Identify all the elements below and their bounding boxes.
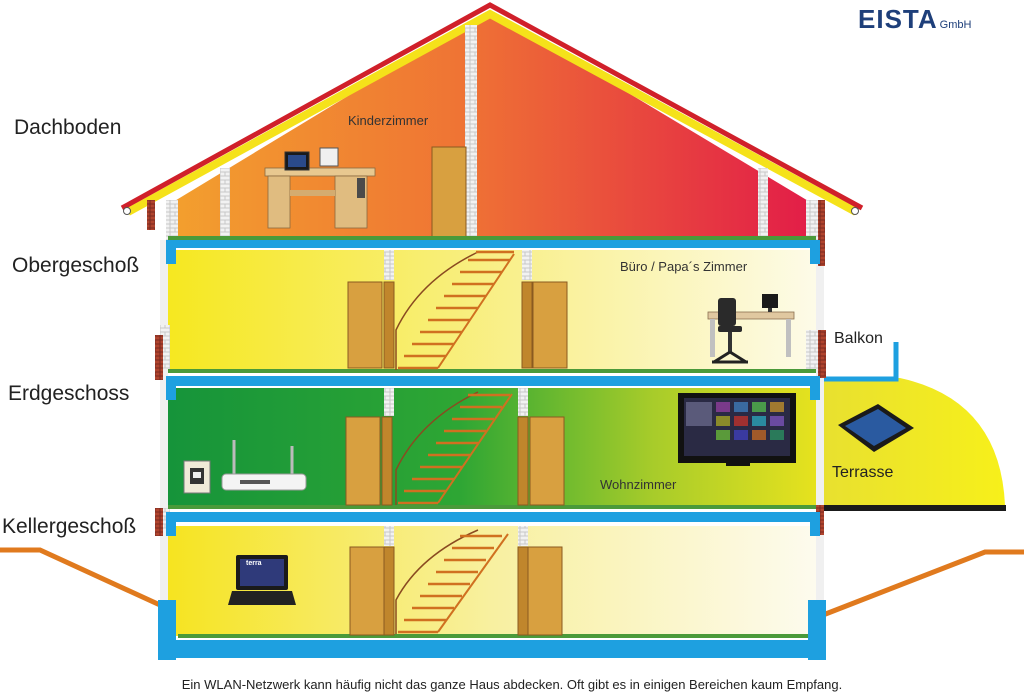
ground-line-left xyxy=(0,547,162,608)
logo-main: EISTA xyxy=(858,4,938,34)
caption: Ein WLAN-Netzwerk kann häufig nicht das … xyxy=(181,677,843,692)
room-label-kids: Kinderzimmer xyxy=(348,113,429,128)
laptop xyxy=(228,555,296,605)
smart-tv xyxy=(678,393,796,466)
attic-door xyxy=(431,146,467,240)
stairwell-pillars xyxy=(384,250,532,546)
phone-socket xyxy=(183,460,211,494)
wlan-router xyxy=(221,440,307,491)
office-desk xyxy=(707,294,795,364)
doors xyxy=(345,281,568,636)
kids-desk xyxy=(264,147,376,229)
roof-yellow xyxy=(126,9,858,216)
ground-line-right xyxy=(822,549,1024,618)
room-label-living: Wohnzimmer xyxy=(600,477,677,492)
floor-label-ground: Erdgeschoss xyxy=(8,382,130,405)
floor-label-basement: Kellergeschoß xyxy=(2,515,137,538)
roof-red xyxy=(120,2,864,211)
tablet xyxy=(838,404,914,452)
balcony-railing xyxy=(820,342,899,382)
upper-floor-room xyxy=(168,250,816,370)
terrace-area xyxy=(820,378,1005,505)
floor-slabs xyxy=(158,236,826,660)
room-label-terrace: Terrasse xyxy=(832,464,894,481)
logo-sub: GmbH xyxy=(939,19,972,31)
floor-label-upper: Obergeschoß xyxy=(12,254,140,277)
staircases xyxy=(395,250,515,634)
attic-room xyxy=(168,10,815,240)
room-label-balcony: Balkon xyxy=(834,330,883,347)
laptop-brand: terra xyxy=(246,560,262,567)
room-label-office: Büro / Papa´s Zimmer xyxy=(620,259,748,274)
floor-label-attic: Dachboden xyxy=(14,116,122,139)
